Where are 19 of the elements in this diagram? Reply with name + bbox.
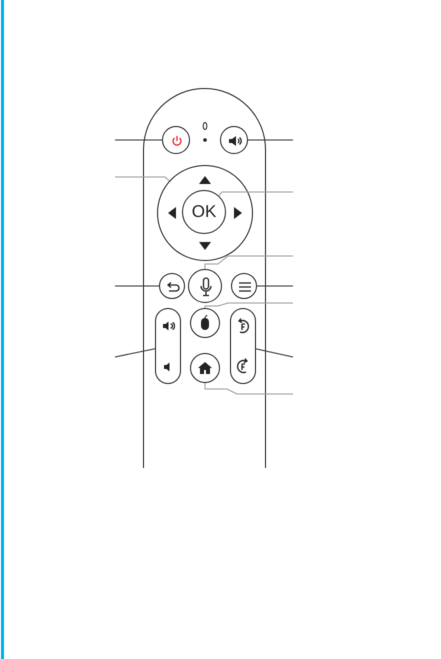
- round-button: [230, 272, 256, 298]
- leader-line: [114, 176, 170, 182]
- leader-line: [218, 192, 294, 196]
- round-button: [220, 126, 248, 154]
- round-button: [158, 272, 184, 298]
- round-button: [188, 268, 222, 302]
- leader-line: [256, 348, 294, 358]
- leader-line: [204, 302, 294, 308]
- leader-line: [204, 256, 294, 270]
- button-label: OK: [190, 201, 218, 224]
- rocker-button: [154, 308, 180, 384]
- round-button: [190, 308, 220, 338]
- rocker-button: [230, 308, 256, 384]
- ok-button: [182, 190, 226, 234]
- round-button: [190, 352, 220, 382]
- leader-line: [114, 348, 156, 358]
- remote-body: [143, 88, 266, 468]
- round-button: [162, 126, 190, 154]
- leader-line: [204, 382, 294, 394]
